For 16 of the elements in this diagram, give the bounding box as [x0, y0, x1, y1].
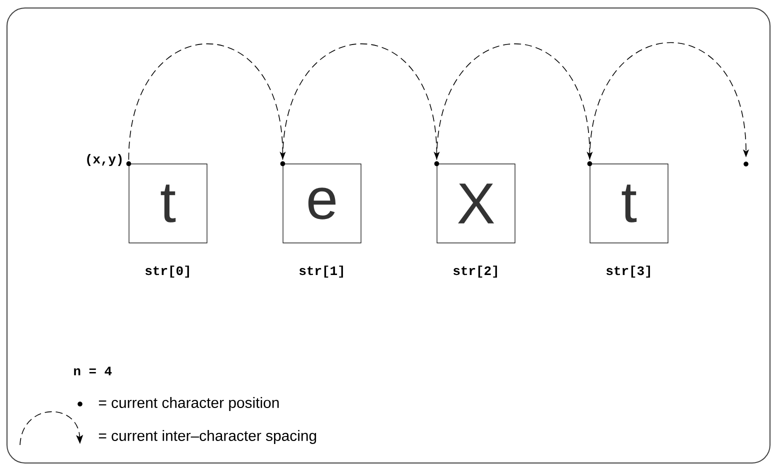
dashed-arc-arrow: [282, 43, 440, 160]
legend-text: = current character position: [98, 397, 279, 411]
index-label: str[3]: [606, 266, 650, 278]
index-label: str[2]: [453, 266, 497, 278]
character-box: t: [128, 164, 208, 244]
character-box: X: [436, 164, 516, 244]
legend-text: = current inter–character spacing: [98, 430, 316, 444]
character-box: e: [282, 164, 362, 244]
dashed-arc-arrow: [589, 42, 750, 160]
code-label: n = 4: [74, 366, 112, 376]
index-label: str[0]: [145, 266, 189, 278]
dashed-arc-arrow: [436, 43, 593, 160]
index-label: str[1]: [299, 266, 343, 278]
character-box: t: [590, 164, 668, 244]
dashed-arc-arrow: [128, 43, 286, 160]
code-label: (x,y): [87, 154, 122, 166]
